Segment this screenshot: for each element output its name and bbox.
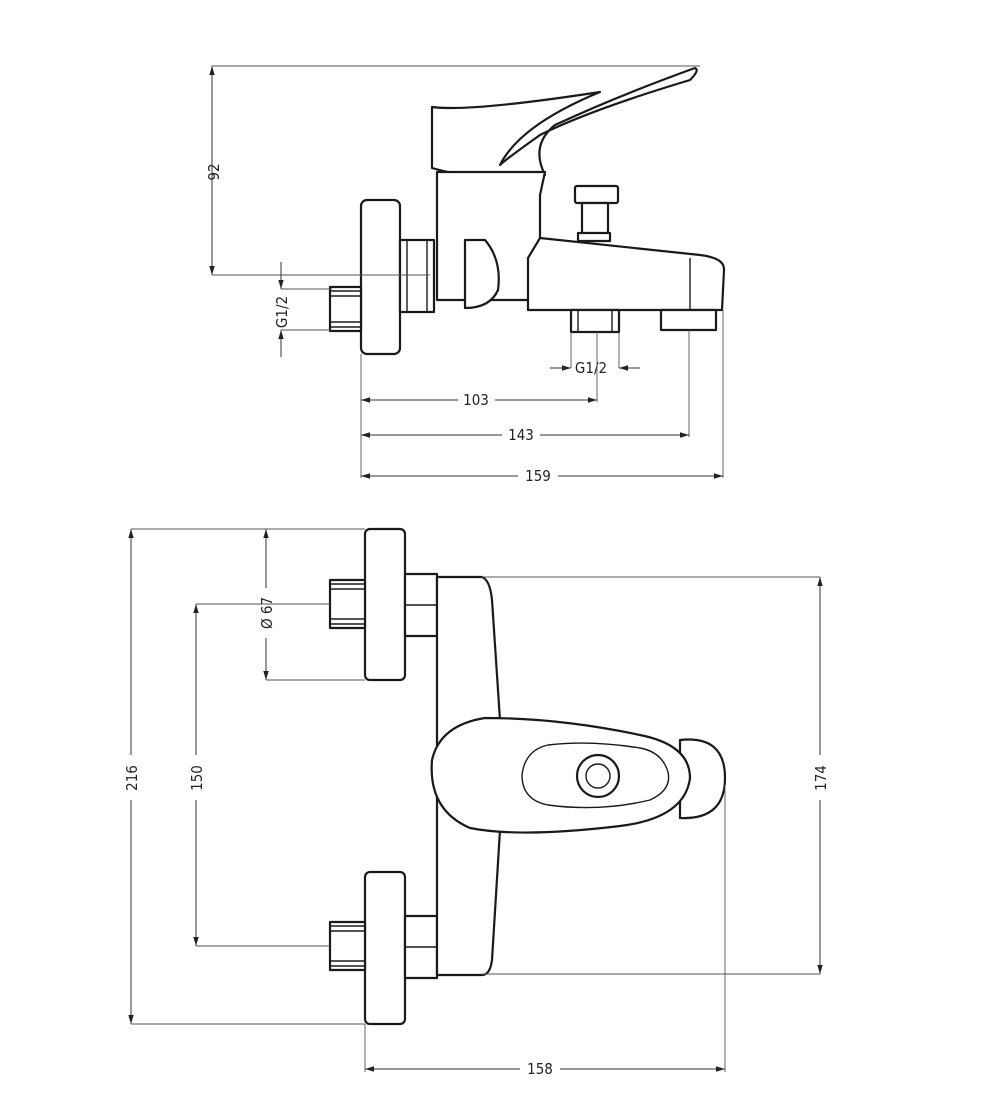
- side-handle-lever: [430, 66, 698, 179]
- side-spout: [526, 236, 726, 312]
- front-upper-inlet: [328, 578, 367, 630]
- front-lower-flange: [363, 870, 407, 1026]
- side-diverter-window: [463, 238, 500, 310]
- dim-103-label: 103: [463, 391, 489, 409]
- dim-158-label: 158: [527, 1060, 553, 1078]
- dim-216-label: 216: [123, 765, 141, 791]
- front-upper-flange: [363, 527, 407, 682]
- dim-92-label: 92: [205, 163, 223, 180]
- dim-flange-diameter-label: Ø 67: [258, 597, 276, 629]
- side-view: [328, 66, 726, 356]
- side-view-dimensions: 92 G1/2 G1/2 103 143 159: [205, 65, 724, 485]
- front-view-dimensions: Ø 67 216 150 174 158: [123, 528, 830, 1078]
- side-spout-outlet: [659, 308, 718, 332]
- dim-shower-thread-label: G1/2: [575, 359, 607, 377]
- dim-150-label: 150: [188, 765, 206, 791]
- side-shower-outlet: [569, 308, 621, 334]
- front-view: [328, 527, 727, 1026]
- front-lower-inlet: [328, 920, 367, 972]
- dim-inlet-thread-label: G1/2: [273, 296, 291, 328]
- front-spout-end: [678, 738, 727, 820]
- dim-174-label: 174: [812, 765, 830, 791]
- dim-143-label: 143: [508, 426, 534, 444]
- front-handle-cap: [575, 753, 621, 799]
- dim-159-label: 159: [525, 467, 551, 485]
- side-eccentric: [398, 238, 436, 314]
- side-wall-flange: [359, 198, 402, 356]
- front-handle: [430, 716, 692, 834]
- side-diverter-knob: [573, 184, 620, 205]
- side-inlet-pipe: [328, 285, 363, 333]
